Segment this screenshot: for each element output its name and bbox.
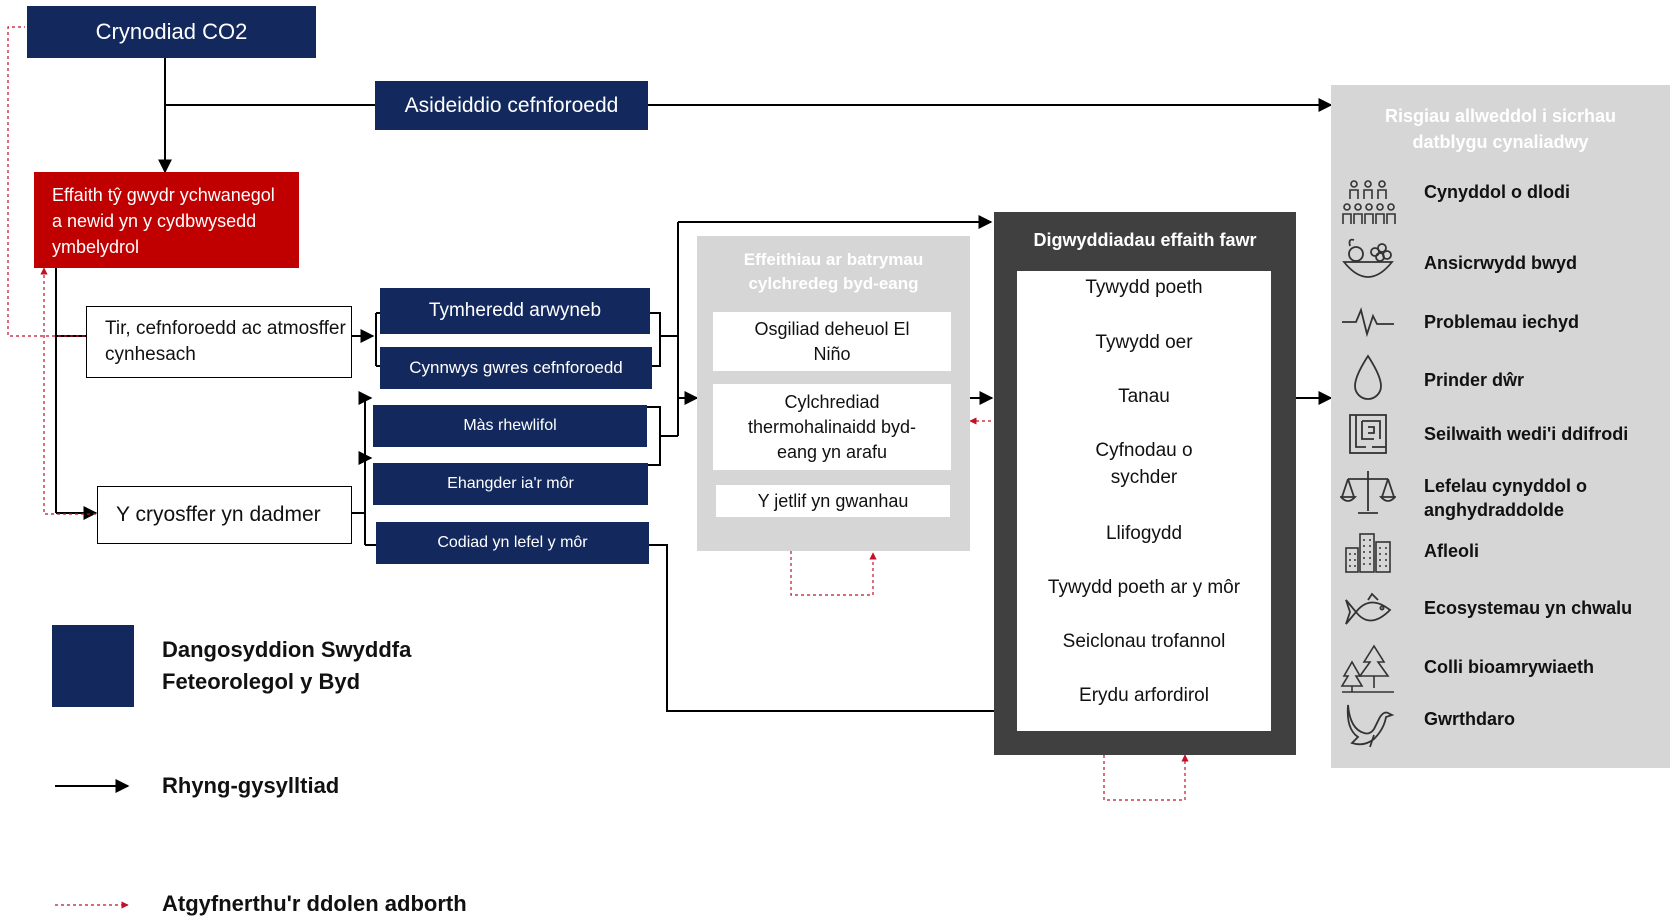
key-risks-title: Risgiau allweddol i sicrhau datblygu cyn… — [1384, 106, 1617, 152]
risk-water-scarcity: Prinder dŵr — [1424, 370, 1525, 390]
risk-inequality: Lefelau cynyddol o anghydraddolde — [1424, 476, 1588, 520]
balance-scale-icon — [1340, 471, 1396, 514]
co2-concentration-label: Crynodiad CO2 — [95, 19, 248, 44]
circulation-item-label: Osgiliad deheuol El Niño — [754, 318, 910, 364]
ocean-acidification-box: Asideiddio cefnforoedd — [375, 81, 648, 130]
legend-wmo-swatch — [52, 625, 134, 707]
key-risks-panel: Risgiau allweddol i sicrhau datblygu cyn… — [1331, 85, 1670, 768]
circulation-item-thermohaline: Cylchrediad thermohalinaidd byd-eang yn … — [713, 384, 951, 470]
event-coastal-erosion: Erydu arfordirol — [1079, 685, 1209, 706]
forest-icon — [1340, 644, 1394, 693]
circulation-item-label: Cylchrediad thermohalinaidd byd-eang yn … — [747, 391, 917, 462]
fish-icon — [1345, 592, 1392, 625]
greenhouse-effect-box: Effaith tŷ gwydr ychwanegol a newid yn y… — [34, 172, 299, 268]
event-wildfires: Tanau — [1118, 386, 1170, 407]
circulation-item-el-nino: Osgiliad deheuol El Niño — [713, 312, 951, 371]
event-marine-heatwave: Tywydd poeth ar y môr — [1047, 577, 1241, 598]
people-group-icon — [1342, 180, 1396, 224]
cryosphere-thaw-label: Y cryosffer yn dadmer — [116, 503, 321, 526]
risk-biodiversity-loss: Colli bioamrywiaeth — [1424, 657, 1595, 677]
indicator-label: Codiad yn lefel y môr — [437, 534, 588, 551]
indicator-glacier-mass: Màs rhewlifol — [373, 405, 647, 447]
legend-link-label: Rhyng-gysylltiad — [162, 773, 340, 798]
fruit-bowl-icon — [1342, 238, 1394, 278]
indicator-ocean-heat-content: Cynnwys gwres cefnforoedd — [380, 347, 652, 389]
indicator-label: Cynnwys gwres cefnforoedd — [409, 358, 623, 377]
risk-conflict: Gwrthdaro — [1424, 709, 1516, 729]
risk-poverty: Cynyddol o dlodi — [1424, 182, 1570, 202]
circulation-item-jetstream: Y jetlif yn gwanhau — [716, 485, 950, 517]
warmer-land-ocean-box: Tir, cefnforoedd ac atmosffer cynhesach — [86, 306, 352, 378]
legend-feedback-label: Atgyfnerthu'r ddolen adborth — [162, 891, 467, 916]
circulation-patterns-panel: Effeithiau ar batrymau cylchredeg byd-ea… — [697, 236, 970, 551]
cryosphere-thaw-box: Y cryosffer yn dadmer — [97, 486, 352, 544]
risk-ecosystem-collapse: Ecosystemau yn chwalu — [1424, 598, 1633, 618]
event-flooding: Llifogydd — [1105, 523, 1183, 544]
greenhouse-effect-label: Effaith tŷ gwydr ychwanegol a newid yn y… — [52, 185, 275, 257]
event-drought: Cyfnodau o sychder — [1095, 440, 1193, 488]
heartbeat-icon — [1342, 307, 1394, 338]
warmer-land-ocean-label: Tir, cefnforoedd ac atmosffer cynhesach — [105, 318, 346, 365]
risk-health: Problemau iechyd — [1424, 312, 1580, 332]
indicator-label: Tymheredd arwyneb — [428, 300, 602, 321]
maze-icon — [1349, 414, 1387, 454]
indicator-label: Ehangder ia'r môr — [447, 475, 574, 492]
event-cold-weather: Tywydd oer — [1095, 332, 1193, 353]
high-impact-events-panel: Digwyddiadau effaith fawr Tywydd poeth T… — [994, 212, 1296, 755]
buildings-icon — [1345, 533, 1391, 573]
risk-displacement: Afleoli — [1424, 541, 1480, 561]
ocean-acidification-label: Asideiddio cefnforoedd — [404, 93, 619, 117]
co2-concentration-box: Crynodiad CO2 — [27, 6, 316, 58]
indicator-surface-temperature: Tymheredd arwyneb — [380, 288, 650, 334]
indicator-label: Màs rhewlifol — [463, 417, 557, 434]
circulation-item-label: Y jetlif yn gwanhau — [757, 490, 909, 511]
high-impact-events-list: Tywydd poeth Tywydd oer Tanau Cyfnodau o… — [1017, 271, 1271, 731]
event-tropical-cyclones: Seiclonau trofannol — [1062, 631, 1226, 652]
circulation-patterns-title: Effeithiau ar batrymau cylchredeg byd-ea… — [743, 250, 924, 293]
water-drop-icon — [1354, 354, 1382, 400]
legend-wmo-label: Dangosyddion Swyddfa Feteorolegol y Byd — [162, 637, 412, 694]
risk-infrastructure: Seilwaith wedi'i ddifrodi — [1424, 424, 1629, 444]
risk-food-insecurity: Ansicrwydd bwyd — [1424, 253, 1578, 273]
event-heatwave: Tywydd poeth — [1085, 277, 1203, 298]
high-impact-events-title: Digwyddiadau effaith fawr — [1033, 230, 1257, 250]
indicator-sea-ice-extent: Ehangder ia'r môr — [373, 463, 648, 505]
dove-icon — [1346, 704, 1395, 748]
indicator-sea-level-rise: Codiad yn lefel y môr — [376, 522, 649, 564]
